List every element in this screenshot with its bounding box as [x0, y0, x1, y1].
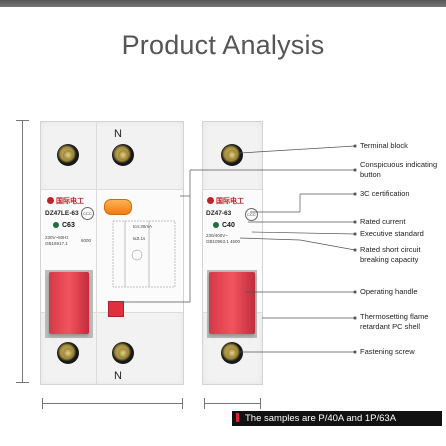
height-dimension-cap-bottom — [16, 382, 29, 383]
callout-terminal-block: Terminal block — [360, 141, 408, 150]
callout-3c-certification: 3C certification — [360, 189, 410, 198]
width-dimension-cap — [204, 398, 205, 409]
brand-logo: 国际电工 — [47, 196, 84, 206]
breaker-mcb: 国际电工 DZ47-63 CCC C40 230/400V~ GB10963.1… — [202, 121, 263, 385]
top-bar — [0, 0, 446, 7]
breaker-rcbo: N 国际电工 DZ47LE-63 CCC C63 230V~50Hz GB169… — [40, 121, 184, 385]
spec-line: Icn:30mA — [133, 224, 153, 229]
terminal-screw — [112, 144, 134, 166]
wiring-schematic — [112, 220, 176, 288]
width-dimension-line-right — [204, 403, 260, 404]
operating-handle[interactable] — [49, 272, 89, 334]
width-dimension-line-left — [42, 403, 182, 404]
brand-name: 国际电工 — [216, 198, 244, 205]
brand-name: 国际电工 — [56, 198, 84, 205]
spec-line: GB16917.1 — [45, 241, 68, 246]
width-dimension-cap — [182, 398, 183, 409]
callout-pc-shell: Thermosetting flame retardant PC shell — [360, 312, 429, 331]
rating-dot-icon — [53, 222, 59, 228]
sample-note-text: The samples are P/40A and 1P/63A — [245, 413, 397, 424]
spec-line: 230/400V~ — [206, 233, 228, 238]
page-title: Product Analysis — [121, 30, 325, 60]
rated-current: C63 — [53, 222, 75, 229]
fastening-screw — [57, 342, 79, 364]
ccc-certification-icon: CCC — [81, 207, 94, 220]
operating-handle[interactable] — [209, 272, 255, 334]
spec-line: 230V~50Hz — [45, 235, 69, 240]
spec-line: t≤0.1s — [133, 236, 146, 241]
sample-note-banner: The samples are P/40A and 1P/63A — [232, 411, 442, 426]
rated-current-value: C40 — [222, 222, 235, 229]
breaking-capacity: 6000 — [81, 238, 92, 243]
model-number: DZ47-63 — [206, 210, 232, 217]
fastening-screw — [221, 342, 243, 364]
red-tick-mark — [236, 413, 239, 422]
callout-fastening-screw: Fastening screw — [360, 347, 415, 356]
width-dimension-cap — [260, 398, 261, 409]
height-dimension-cap-top — [16, 120, 29, 121]
indicating-button[interactable] — [104, 199, 132, 215]
callout-executive-standard: Executive standard — [360, 229, 424, 238]
callout-operating-handle: Operating handle — [360, 287, 418, 296]
test-button[interactable] — [108, 301, 124, 317]
callout-indicating-button: Conspicuous indicating button — [360, 160, 438, 179]
rating-dot-icon — [213, 222, 219, 228]
ccc-certification-icon: CCC — [245, 208, 258, 221]
neutral-mark-bottom: N — [114, 370, 122, 382]
rated-current: C40 — [213, 222, 235, 229]
brand-logo: 国际电工 — [207, 196, 244, 206]
model-number: DZ47LE-63 — [45, 210, 79, 217]
pole-divider — [96, 122, 97, 384]
callout-rated-current: Rated current — [360, 217, 406, 226]
brand-logo-icon — [207, 197, 214, 204]
neutral-mark-top: N — [114, 128, 122, 140]
spec-line: GB10963.1 4500 — [206, 239, 241, 244]
terminal-screw — [57, 144, 79, 166]
fastening-screw — [112, 342, 134, 364]
terminal-screw — [221, 144, 243, 166]
height-dimension-line — [22, 120, 23, 382]
brand-logo-icon — [47, 197, 54, 204]
callout-breaking-capacity: Rated short circuit breaking capacity — [360, 245, 421, 264]
rated-current-value: C63 — [62, 222, 75, 229]
width-dimension-cap — [42, 398, 43, 409]
